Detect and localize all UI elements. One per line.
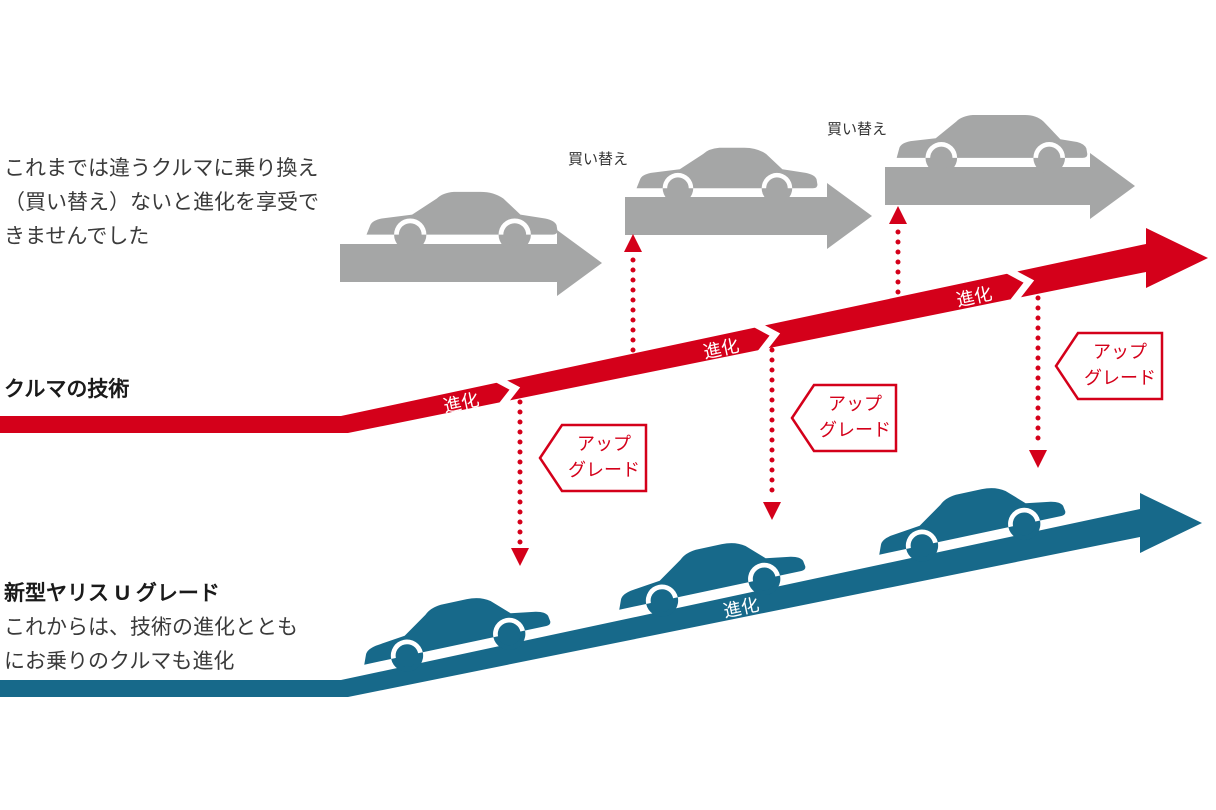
upgrade-label-line: アップ	[828, 394, 882, 414]
dotted-up-arrow-1	[624, 234, 642, 353]
gray-arrow-step-1	[340, 230, 602, 296]
car-technology-title: クルマの技術	[4, 378, 130, 401]
top-left-note: これまでは違うクルマに乗り換え （買い替え）ないと進化を享受で きませんでした	[4, 152, 319, 254]
gray-arrow-step-2	[625, 183, 872, 249]
upgrade-tag-1	[538, 423, 648, 493]
gray-car-2-icon	[636, 147, 818, 204]
chevron-separator-icon	[491, 373, 521, 411]
yaris-grade-title: 新型ヤリス U グレード	[4, 582, 220, 605]
replace-label-2: 買い替え	[827, 121, 888, 138]
dotted-down-arrow-3	[1029, 295, 1047, 468]
note-line: （買い替え）ないと進化を享受で	[4, 191, 319, 214]
upgrade-label-line: グレード	[568, 460, 640, 480]
gray-arrow-step-3	[885, 153, 1135, 219]
upgrade-tag-2	[790, 383, 898, 453]
gray-car-3-suv-icon	[896, 115, 1088, 174]
bottom-left-block: 新型ヤリス U グレード これからは、技術の進化ととも にお乗りのクルマも進化	[4, 577, 298, 679]
note-line: きませんでした	[4, 225, 150, 248]
upgrade-tag-3	[1054, 331, 1164, 401]
chevron-separator-icon	[751, 319, 781, 357]
gray-car-1-icon	[366, 191, 558, 251]
note-line: これからは、技術の進化ととも	[4, 616, 298, 639]
upgrade-label-2: アップ グレード	[811, 391, 899, 443]
note-line: これまでは違うクルマに乗り換え	[4, 157, 319, 180]
upgrade-label-line: グレード	[1084, 368, 1156, 388]
upgrade-label-line: グレード	[819, 420, 891, 440]
upgrade-label-1: アップ グレード	[560, 431, 648, 483]
replace-label-1: 買い替え	[568, 151, 629, 168]
dotted-down-arrow-2	[763, 347, 781, 520]
upgrade-label-line: アップ	[1093, 342, 1147, 362]
upgrade-label-line: アップ	[577, 434, 631, 454]
upgrade-label-3: アップ グレード	[1076, 339, 1164, 391]
dotted-down-arrow-1	[511, 399, 529, 566]
note-line: にお乗りのクルマも進化	[4, 650, 235, 673]
red-technology-arrow	[0, 228, 1208, 433]
chevron-separator-icon	[1005, 266, 1035, 304]
dotted-up-arrow-2	[889, 206, 907, 295]
